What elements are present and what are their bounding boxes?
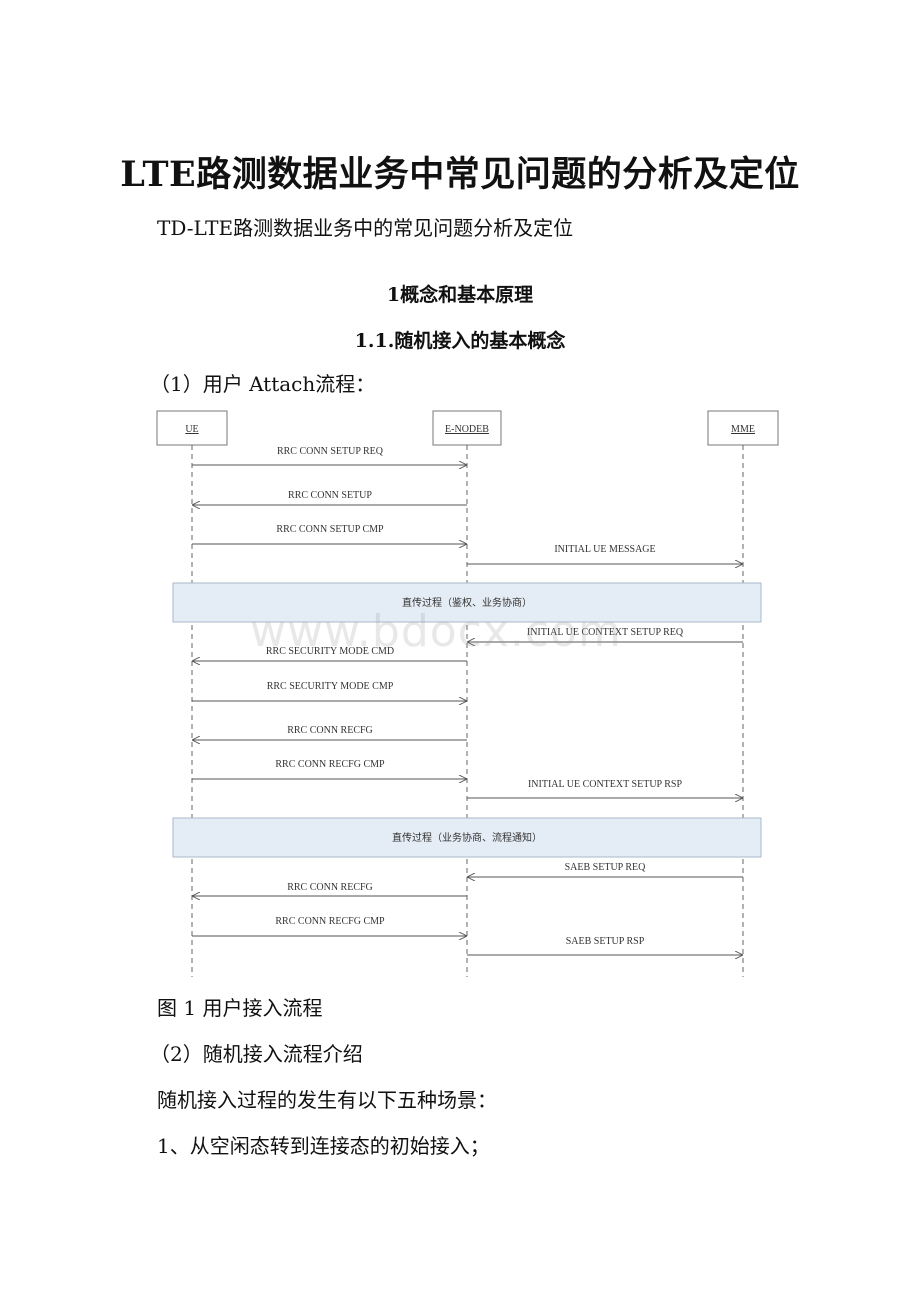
- message-initial-ue-message: INITIAL UE MESSAGE: [467, 544, 743, 564]
- svg-text:RRC CONN SETUP: RRC CONN SETUP: [288, 490, 372, 501]
- svg-text:RRC CONN RECFG CMP: RRC CONN RECFG CMP: [275, 759, 385, 770]
- scenarios-paragraph: 随机接入过程的发生有以下五种场景：: [157, 1088, 497, 1112]
- svg-text:SAEB SETUP REQ: SAEB SETUP REQ: [565, 862, 647, 873]
- svg-text:RRC CONN SETUP REQ: RRC CONN SETUP REQ: [277, 446, 384, 457]
- svg-text:RRC SECURITY MODE CMD: RRC SECURITY MODE CMD: [266, 646, 394, 657]
- message-rrc-conn-setup-cmp: RRC CONN SETUP CMP: [192, 524, 467, 544]
- scenario-item-1: 1、从空闲态转到连接态的初始接入；: [157, 1134, 490, 1158]
- entity-box-ue: [156, 410, 228, 446]
- entity-box-enodeb: [432, 410, 502, 446]
- watermark: www.bdocx.com: [250, 606, 622, 657]
- message-rrc-security-mode-cmd: RRC SECURITY MODE CMD: [192, 646, 467, 661]
- svg-text:INITIAL UE CONTEXT SETUP RSP: INITIAL UE CONTEXT SETUP RSP: [528, 779, 683, 790]
- message-rrc-conn-setup: RRC CONN SETUP: [192, 490, 467, 505]
- svg-text:RRC CONN RECFG: RRC CONN RECFG: [287, 882, 373, 893]
- random-access-intro-heading: （2）随机接入流程介绍: [150, 1042, 363, 1066]
- message-rrc-security-mode-cmp: RRC SECURITY MODE CMP: [192, 681, 467, 701]
- attach-flow-heading: （1）用户 Attach流程：: [150, 372, 376, 396]
- svg-text:RRC CONN RECFG CMP: RRC CONN RECFG CMP: [275, 916, 385, 927]
- svg-text:RRC CONN RECFG: RRC CONN RECFG: [287, 725, 373, 736]
- svg-text:SAEB SETUP RSP: SAEB SETUP RSP: [566, 936, 645, 947]
- document-title: LTE路测数据业务中常见问题的分析及定位: [120, 154, 800, 195]
- svg-text:INITIAL UE MESSAGE: INITIAL UE MESSAGE: [554, 544, 655, 555]
- entity-label-enodeb: E-NODEB: [445, 424, 489, 435]
- message-saeb-setup-rsp: SAEB SETUP RSP: [467, 936, 743, 955]
- section-heading-1: 1概念和基本原理: [386, 284, 534, 306]
- message-rrc-conn-setup-req: RRC CONN SETUP REQ: [192, 446, 467, 465]
- figure-caption: 图 1 用户接入流程: [157, 996, 323, 1020]
- direct-transfer-band-2: [172, 817, 762, 858]
- direct-transfer-band-1: [172, 582, 762, 623]
- message-initial-ue-context-setup-req: INITIAL UE CONTEXT SETUP REQ: [467, 627, 743, 642]
- direct-transfer-band-2-label: 直传过程（业务协商、流程通知）: [392, 831, 542, 844]
- entity-label-ue: UE: [185, 424, 198, 435]
- entity-label-mme: MME: [731, 424, 755, 435]
- svg-text:RRC CONN SETUP CMP: RRC CONN SETUP CMP: [276, 524, 384, 535]
- svg-text:INITIAL UE CONTEXT SETUP REQ: INITIAL UE CONTEXT SETUP REQ: [527, 627, 684, 638]
- svg-text:RRC SECURITY MODE CMP: RRC SECURITY MODE CMP: [267, 681, 394, 692]
- message-initial-ue-context-setup-rsp: INITIAL UE CONTEXT SETUP RSP: [467, 779, 743, 798]
- section-heading-1-1: 1.1.随机接入的基本概念: [354, 330, 566, 352]
- message-rrc-conn-recfg-cmp-1: RRC CONN RECFG CMP: [192, 759, 467, 779]
- message-rrc-conn-recfg-cmp-2: RRC CONN RECFG CMP: [192, 916, 467, 936]
- message-rrc-conn-recfg-2: RRC CONN RECFG: [192, 882, 467, 896]
- document-subtitle: TD-LTE路测数据业务中的常见问题分析及定位: [157, 216, 574, 240]
- attach-sequence-diagram: UE E-NODEB MME 直传过程（鉴权、业务协商） 直传过程（业务协商、流…: [156, 410, 779, 977]
- direct-transfer-band-1-label: 直传过程（鉴权、业务协商）: [402, 596, 532, 609]
- message-rrc-conn-recfg-1: RRC CONN RECFG: [192, 725, 467, 740]
- message-saeb-setup-req: SAEB SETUP REQ: [467, 862, 743, 877]
